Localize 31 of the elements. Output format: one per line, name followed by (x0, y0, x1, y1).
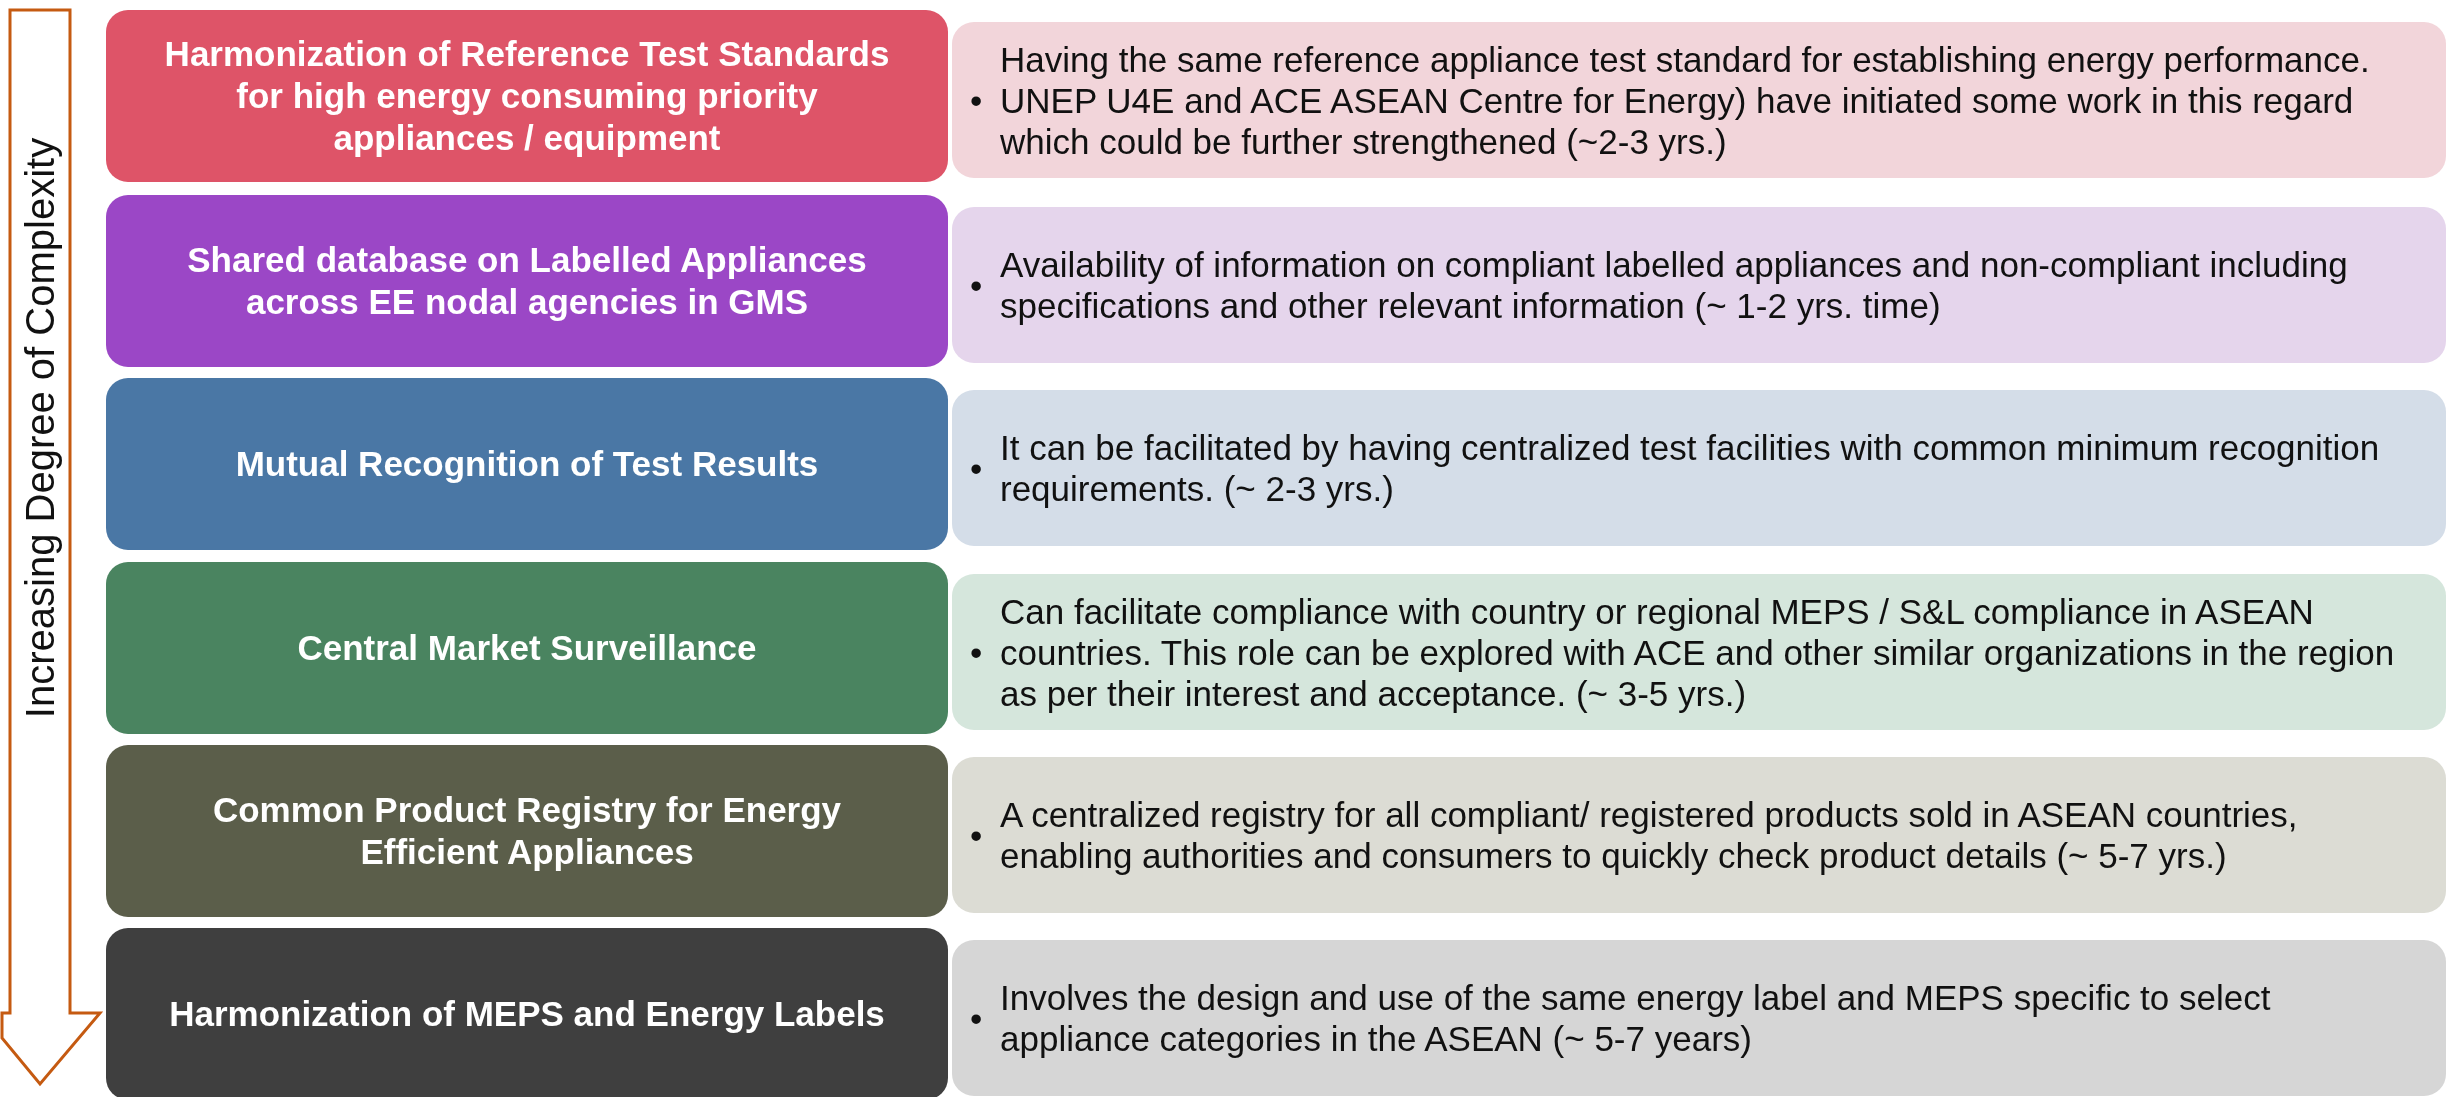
step-box (106, 10, 948, 182)
bullet-mark: • (970, 79, 984, 121)
step-box (106, 378, 948, 550)
description-text: Involves the design and use of the same energy label and MEPS specific to select appliance categories in the ASEAN (~ 5-7 years) (1000, 977, 2272, 1059)
description-box (952, 757, 2446, 913)
description-box (952, 207, 2446, 363)
axis-label: Increasing Degree of Complexity (17, 137, 63, 719)
step-box (106, 562, 948, 734)
description-text: Availability of information on compliant labelled appliances and non-compliant including specifications and other relevant information (~ 1-2 yrs. time) (1000, 244, 2349, 326)
step-title: Common Product Registry for Energy Efficient Appliances (211, 789, 843, 873)
step-box (106, 745, 948, 917)
description-text: Having the same reference appliance test standard for establishing energy performance. UNEP U4E and ACE ASEAN Centre for Energy) have initiated some work in this regard which could be further strengthened (~2-3 yrs.) (1000, 38, 2371, 162)
bullet-mark: • (970, 814, 984, 856)
description-box (952, 390, 2446, 546)
description-box (952, 22, 2446, 178)
bullet-mark: • (970, 264, 984, 306)
description-box (952, 574, 2446, 730)
bullet-mark: • (970, 997, 984, 1039)
bullet-mark: • (970, 631, 984, 673)
step-box (106, 928, 948, 1097)
step-box (106, 195, 948, 367)
step-title: Harmonization of MEPS and Energy Labels (169, 993, 885, 1035)
description-text: A centralized registry for all compliant/ registered products sold in ASEAN countries, enabling authorities and consumers to quickly check product details (~ 5-7 yrs.) (1000, 794, 2299, 876)
step-title: Central Market Surveillance (297, 627, 757, 669)
description-text: It can be facilitated by having centralized test facilities with common minimum recognition requirements. (~ 2-3 yrs.) (1000, 427, 2381, 509)
description-box (952, 940, 2446, 1096)
step-title: Mutual Recognition of Test Results (235, 443, 819, 485)
step-title: Harmonization of Reference Test Standards for high energy consuming priority appliances / equipment (163, 33, 891, 159)
bullet-mark: • (970, 447, 984, 489)
description-text: Can facilitate compliance with country or regional MEPS / S&L compliance in ASEAN countries. This role can be explored with ACE and other similar organizations in the region as per their interest and acceptance. (~ 3-5 yrs.) (1000, 590, 2396, 714)
step-title: Shared database on Labelled Appliances across EE nodal agencies in GMS (186, 239, 868, 323)
